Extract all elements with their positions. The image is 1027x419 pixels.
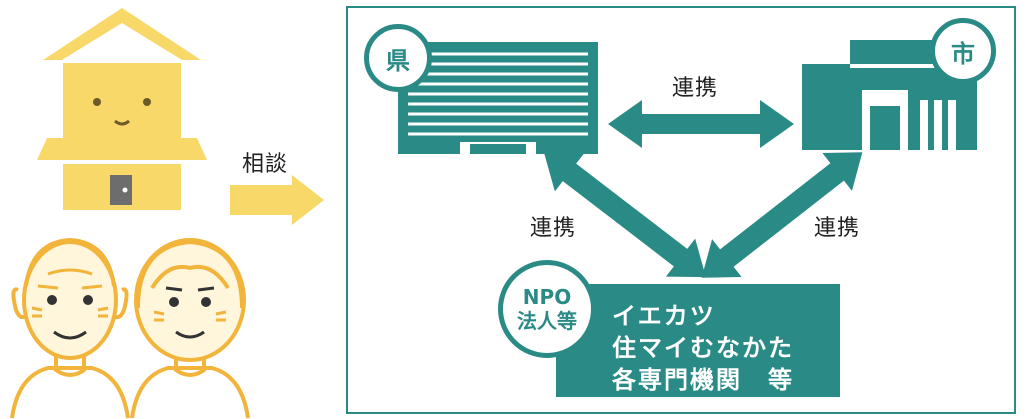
elderly-woman-illustration [130, 238, 250, 419]
npo-box-line-2: 住マイむなかた [612, 334, 794, 362]
collab-left-label: 連携 [530, 216, 577, 241]
city-badge: 市 [930, 18, 996, 84]
npo-organization-box: イエカツ 住マイむなかた 各専門機関 等 [556, 284, 840, 397]
consult-label: 相談 [242, 152, 289, 177]
elderly-man-illustration [10, 237, 130, 419]
collab-right-arrow [701, 152, 863, 278]
consult-arrow [230, 175, 324, 225]
collaboration-panel [346, 6, 1016, 414]
npo-box-line-1: イエカツ [612, 302, 716, 330]
house-illustration [37, 8, 207, 210]
prefecture-building-icon [398, 42, 598, 154]
prefecture-badge: 県 [364, 24, 432, 92]
npo-badge: NPO 法人等 [498, 260, 596, 358]
npo-badge-line-2: 法人等 [517, 309, 577, 333]
city-badge-label: 市 [951, 39, 975, 68]
collab-top-label: 連携 [672, 76, 719, 101]
prefecture-badge-label: 県 [386, 46, 410, 75]
collab-left-arrow [544, 152, 706, 278]
collab-top-arrow [608, 100, 794, 148]
collab-right-label: 連携 [814, 216, 861, 241]
npo-badge-line-1: NPO [522, 285, 572, 309]
npo-box-line-3: 各専門機関 等 [612, 366, 794, 394]
